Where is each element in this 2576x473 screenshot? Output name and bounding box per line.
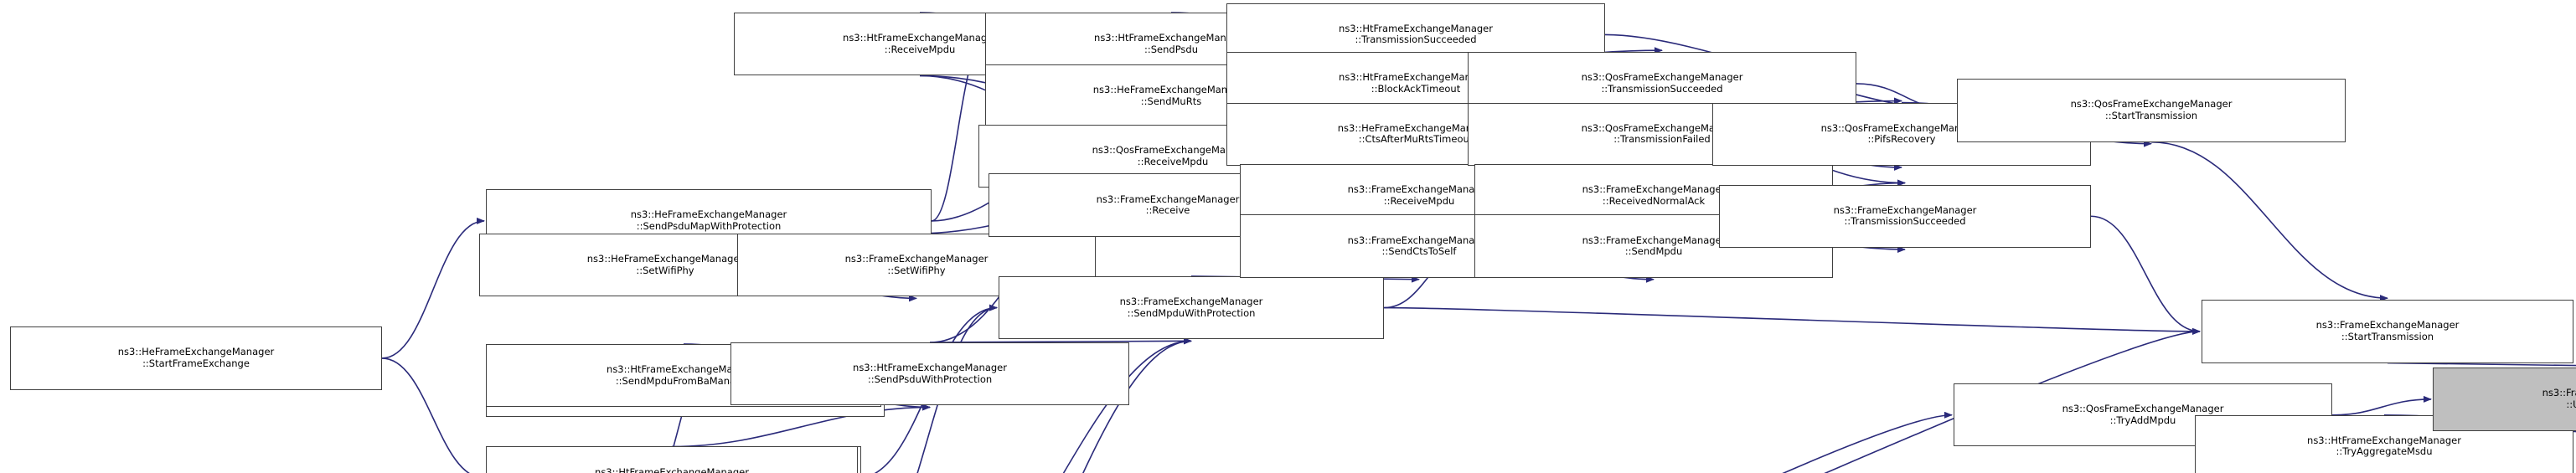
node-label-line2: ::TransmissionSucceeded xyxy=(1844,215,1966,228)
node-label-line1: ns3::HeFrameExchangeManager xyxy=(117,346,275,358)
node-label-line1: ns3::FrameExchangeManager xyxy=(1119,296,1263,308)
graph-edge xyxy=(2150,141,2388,302)
node-label-line2: ::SendPsduWithProtection xyxy=(867,373,993,385)
graph-node[interactable]: ns3::FrameExchangeManager::StartTransmis… xyxy=(2202,300,2573,363)
node-label-line1: ns3::FrameExchangeManager xyxy=(2542,387,2576,399)
graph-node[interactable]: ns3::FrameExchangeManager::SendMpduWithP… xyxy=(999,275,1384,340)
graph-node[interactable]: ns3::HtFrameExchangeManager::SendDataFra… xyxy=(486,446,858,473)
node-label-line2: ::CtsAfterMuRtsTimeout xyxy=(1358,133,1474,146)
node-label-line2: ::SendPsdu xyxy=(1143,43,1199,55)
node-label-line1: ns3::HtFrameExchangeManager xyxy=(853,362,1007,374)
graph-edge xyxy=(2331,395,2432,416)
node-label-line2: ::TransmissionSucceeded xyxy=(1601,82,1723,95)
graph-edge xyxy=(2090,215,2201,335)
node-label-line1: ns3::HtFrameExchangeManager xyxy=(843,32,997,44)
node-label-line2: ::StartTransmission xyxy=(2341,330,2434,342)
graph-node[interactable]: ns3::FrameExchangeManager::UpdateTxDurat… xyxy=(2433,368,2576,431)
node-label-line2: ::TransmissionFailed xyxy=(1613,133,1711,146)
node-label-line2: ::BlockAckTimeout xyxy=(1371,82,1461,95)
node-label-line1: ns3::FrameExchangeManager xyxy=(2315,319,2460,332)
node-label-line2: ::SendCtsToSelf xyxy=(1381,245,1457,258)
node-label-line2: ::SendMpduWithProtection xyxy=(1127,306,1256,319)
node-label-line2: ::TryAggregateMsdu xyxy=(2336,445,2433,458)
node-label-line2: ::TryAddMpdu xyxy=(2109,414,2176,426)
node-label-line2: ::Receive xyxy=(1145,204,1190,217)
node-label-line2: ::SetWifiPhy xyxy=(636,264,694,276)
graph-edge xyxy=(381,357,471,473)
node-label-line2: ::ReceiveMpdu xyxy=(1137,155,1209,167)
node-label-line1: ns3::HeFrameExchangeManager xyxy=(630,208,787,221)
graph-edge xyxy=(381,217,485,359)
node-label-line2: ::StartFrameExchange xyxy=(142,357,250,369)
node-label-line2: ::SendMuRts xyxy=(1140,95,1202,107)
graph-edge xyxy=(1782,411,1953,473)
graph-edge xyxy=(1383,306,2201,335)
node-label-line1: ns3::FrameExchangeManager xyxy=(844,253,989,265)
node-label-line1: ns3::QosFrameExchangeManager xyxy=(2070,98,2233,111)
graph-node[interactable]: ns3::HeFrameExchangeManager::StartFrameE… xyxy=(10,326,382,390)
node-label-line1: ns3::HtFrameExchangeManager xyxy=(595,465,749,473)
node-label-line1: ns3::QosFrameExchangeManager xyxy=(1581,71,1743,84)
graph-node[interactable]: ns3::QosFrameExchangeManager::StartTrans… xyxy=(1957,79,2346,142)
node-label-line1: ns3::HtFrameExchangeManager xyxy=(1094,32,1248,44)
node-label-line1: ns3::FrameExchangeManager xyxy=(1347,234,1491,246)
graph-node[interactable]: ns3::HtFrameExchangeManager::SendPsduWit… xyxy=(730,342,1129,406)
node-label-line1: ns3::QosFrameExchangeManager xyxy=(2062,403,2224,415)
node-label-line2: ::StartTransmission xyxy=(2104,109,2198,121)
node-label-line2: ::ReceiveMpdu xyxy=(884,43,956,55)
node-label-line2: ::TransmissionSucceeded xyxy=(1355,33,1477,46)
graph-edge xyxy=(2387,362,2576,367)
node-label-line1: ns3::FrameExchangeManager xyxy=(1347,183,1491,196)
node-label-line2: ::SendMpdu xyxy=(1624,245,1683,258)
node-label-line1: ns3::FrameExchangeManager xyxy=(1096,193,1240,205)
node-label-line1: ns3::FrameExchangeManager xyxy=(1582,234,1726,246)
node-label-line2: ::SetWifiPhy xyxy=(887,264,946,276)
node-label-line1: ns3::HtFrameExchangeManager xyxy=(2307,434,2461,446)
graph-node[interactable]: ns3::FrameExchangeManager::TransmissionS… xyxy=(1719,184,2091,248)
node-label-line1: ns3::FrameExchangeManager xyxy=(1582,183,1726,196)
node-label-line2: ::SendPsduMapWithProtection xyxy=(636,219,782,232)
node-label-line1: ns3::HtFrameExchangeManager xyxy=(1339,22,1493,34)
node-label-line1: ns3::HeFrameExchangeManager xyxy=(586,253,744,265)
node-label-line1: ns3::FrameExchangeManager xyxy=(1833,203,1977,216)
node-label-line2: ::ReceivedNormalAck xyxy=(1602,194,1706,207)
node-label-line2: ::UpdateTxDuration xyxy=(2566,398,2576,410)
node-label-line2: ::ReceiveMpdu xyxy=(1383,194,1455,207)
node-label-line2: ::PifsRecovery xyxy=(1867,133,1936,146)
